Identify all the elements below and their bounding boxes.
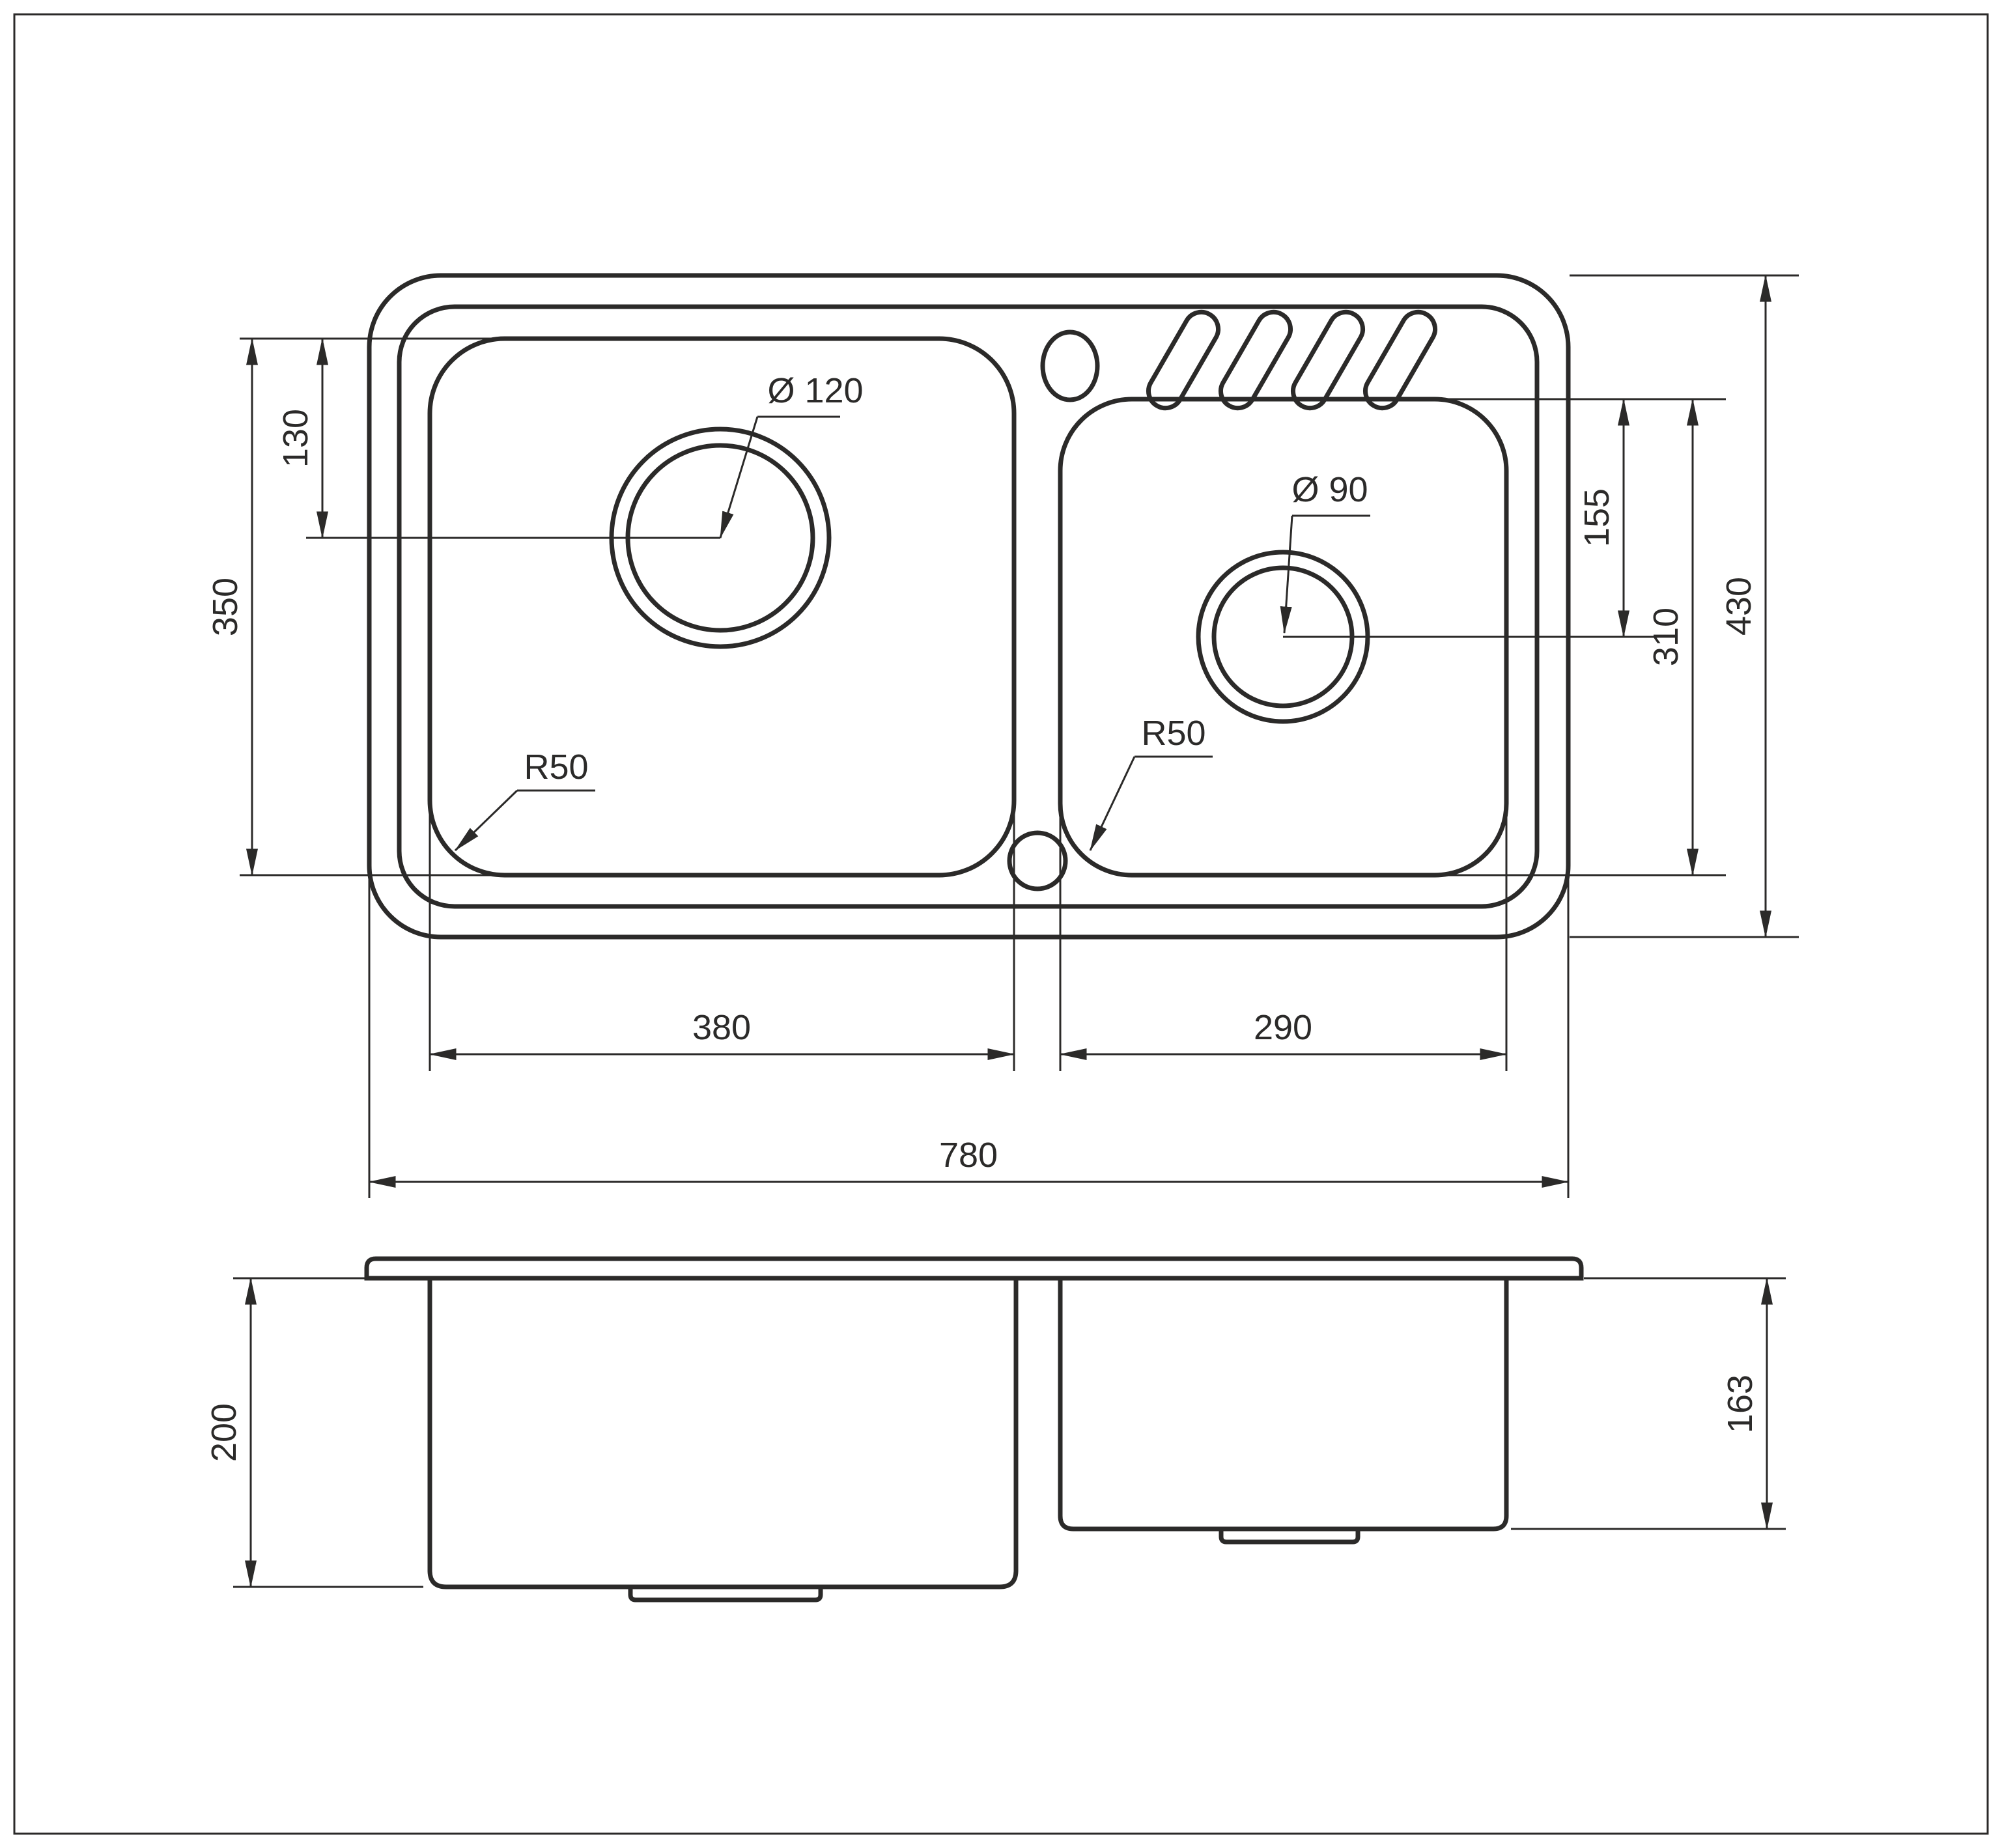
right-bowl-section <box>1058 1278 1509 1532</box>
dim-label-430: 430 <box>1719 577 1758 636</box>
dim-label-200: 200 <box>204 1403 244 1462</box>
dim-label-290: 290 <box>1254 1008 1312 1047</box>
left-drain-boss <box>628 1587 823 1603</box>
right-drain-boss <box>1219 1529 1361 1545</box>
drainer-slot <box>1363 309 1437 411</box>
callout-label-r50-left: R50 <box>524 748 588 787</box>
top-view <box>367 273 1571 940</box>
callout-label-r50-right: R50 <box>1141 714 1205 753</box>
dimension-lines <box>245 274 1773 1588</box>
dim-label-310: 310 <box>1646 608 1685 666</box>
countertop-rim <box>364 1256 1584 1281</box>
side-view <box>364 1256 1584 1603</box>
sink-rim-inner-edge <box>397 304 1540 909</box>
leader-lines <box>454 415 1370 852</box>
dimension-labels: 130 350 155 310 430 380 290 780 200 163 … <box>204 371 1760 1462</box>
callout-label-dia90: Ø 90 <box>1291 470 1368 509</box>
dim-label-350: 350 <box>206 578 245 636</box>
drainer-slot <box>1291 309 1365 411</box>
dim-label-130: 130 <box>276 409 315 468</box>
extension-lines <box>233 274 1799 1588</box>
left-bowl <box>427 336 1017 878</box>
left-bowl-section <box>427 1278 1019 1589</box>
drainer-slot <box>1146 309 1220 411</box>
callout-label-dia120: Ø 120 <box>767 371 863 410</box>
page-border <box>13 13 1989 1835</box>
dim-label-155: 155 <box>1577 488 1616 547</box>
overflow-hole <box>1007 830 1068 891</box>
dim-label-380: 380 <box>692 1008 751 1047</box>
dim-label-163: 163 <box>1721 1375 1760 1433</box>
dim-label-780: 780 <box>939 1136 998 1175</box>
faucet-hole <box>1040 329 1100 402</box>
drainer-slot <box>1219 309 1293 411</box>
drainer-slots <box>1146 309 1437 411</box>
sink-outer-edge <box>367 273 1571 940</box>
leader-r50-right <box>1089 756 1136 852</box>
leader-dia120 <box>719 416 759 539</box>
leader-r50-left <box>454 789 518 852</box>
leader-dia90 <box>1280 515 1293 634</box>
